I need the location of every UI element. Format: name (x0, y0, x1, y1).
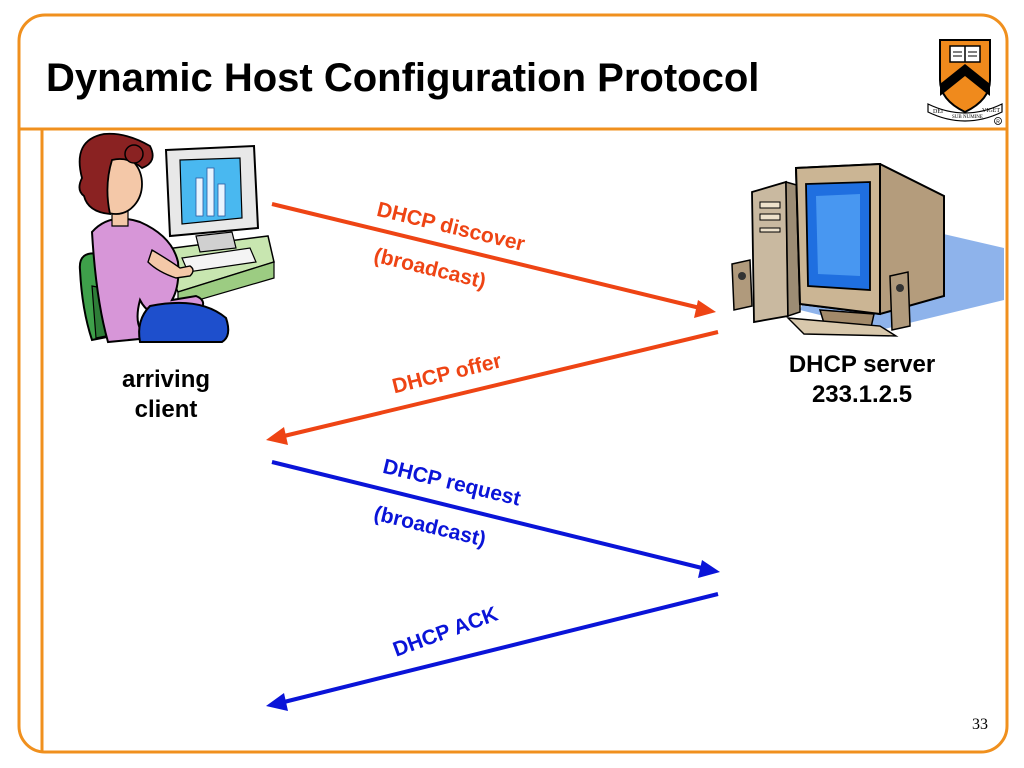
frame-border (17, 13, 1009, 754)
motto-viget: VIGET (982, 108, 1000, 114)
motto-sub-numine: SUB NUMINE (952, 115, 983, 120)
motto-dei: DEI (933, 109, 943, 115)
desktop-computer-icon (731, 162, 1004, 337)
arrow-dhcp-ack (266, 592, 719, 711)
arrow-dhcp-request (271, 460, 720, 578)
server-label: DHCP server 233.1.2.5 (746, 350, 978, 410)
client-label-line2: client (134, 396, 198, 423)
slide-title: Dynamic Host Configuration Protocol (46, 56, 760, 100)
client-label: arriving client (104, 365, 228, 425)
arrow-dhcp-discover (271, 202, 716, 318)
svg-text:R: R (996, 119, 1000, 125)
person-at-computer-icon (78, 132, 275, 344)
page-number: 33 (972, 716, 988, 733)
client-label-line1: arriving (121, 366, 211, 393)
server-address: 233.1.2.5 (811, 381, 913, 408)
arrow-dhcp-offer (266, 330, 719, 445)
server-label-line1: DHCP server (788, 351, 936, 378)
princeton-shield-logo: DEI SUB NUMINE VIGET R (927, 39, 1003, 125)
